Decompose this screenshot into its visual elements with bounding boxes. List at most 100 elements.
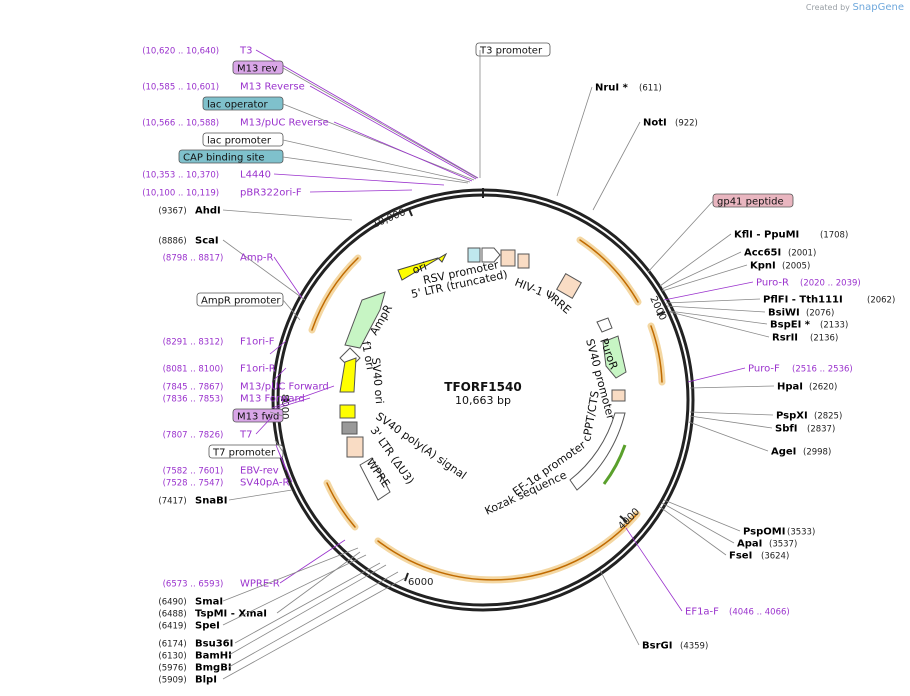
label-name: TspMI - XmaI [195, 609, 267, 620]
left-label-cap-binding-site: CAP binding site [178, 149, 469, 184]
label-text: T3 promoter [479, 46, 543, 57]
label-name: HpaI [777, 382, 803, 393]
leader-line [661, 502, 735, 544]
left-label-tspmi-xmai: TspMI - XmaI(6488) [158, 551, 361, 620]
label-coords: (922) [675, 119, 698, 129]
leader-line [282, 299, 301, 321]
label-name: Puro-R [756, 278, 789, 289]
label-coords: (8886) [158, 237, 186, 247]
leader-line [661, 264, 748, 292]
left-label-lac-operator: lac operator [202, 96, 475, 181]
tick-label-6000: 6000 [408, 577, 433, 588]
leader-line [270, 397, 311, 411]
leader-line [274, 439, 284, 453]
right-label-kfli-ppumi: KflI - PpuMI(1708) [659, 230, 848, 287]
leader-line [273, 367, 287, 381]
label-name: ApaI [737, 539, 762, 550]
right-label-noti: NotI(922) [592, 118, 698, 211]
label-name: Bsu36I [195, 639, 233, 650]
label-name: Acc65I [744, 248, 781, 259]
ori-arrow [397, 252, 448, 281]
leader-line [222, 554, 367, 626]
label-coords: (7845 .. 7867) [163, 383, 224, 393]
label-name: FseI [729, 551, 752, 562]
leader-line [273, 256, 303, 299]
left-label-m13-forward: M13 Forward(7836 .. 7853) [163, 394, 311, 411]
leader-line [666, 305, 766, 313]
orf-arc-puro-2 [647, 322, 666, 386]
left-label-smai: SmaI(6490) [158, 547, 359, 608]
tick-marks [281, 188, 666, 582]
label-name: Puro-F [748, 364, 780, 375]
left-label-f1ori-r: F1ori-R(8081 .. 8100) [163, 364, 287, 381]
leader-line [663, 499, 741, 532]
left-label-wpre-r: WPRE-R (6573 .. 6593) [163, 539, 346, 590]
label-coords: (7417) [158, 497, 186, 507]
label-name: PspXI [776, 411, 808, 422]
label-text: CAP binding site [183, 153, 265, 164]
label-coords: (6419) [158, 622, 186, 632]
leader-line [661, 251, 742, 290]
left-label-m13-rev: M13 rev [232, 60, 478, 179]
right-label-pflfi-tth111i: PflFI - Tth111I(2062) [665, 295, 895, 306]
leader-line [599, 569, 640, 646]
leader-line [687, 367, 746, 383]
label-name: WPRE-R [240, 579, 280, 590]
left-label-sv40pa-r: SV40pA-R(7528 .. 7547) [163, 449, 293, 489]
left-label-t7: T7(7807 .. 7826) [163, 417, 272, 441]
label-box [475, 42, 551, 57]
label-name: BmgBI [195, 663, 232, 674]
leader-line [273, 173, 445, 186]
leader-line [282, 156, 469, 184]
right-label-gp41-peptide: gp41 peptide [647, 193, 794, 273]
label-box [178, 149, 284, 164]
tick-label-4000: 4000 [616, 506, 642, 532]
label-text: lac operator [207, 100, 268, 111]
label-name: BsiWI [768, 308, 800, 319]
label-name: T3 [239, 46, 252, 57]
leader-line [665, 298, 761, 304]
label-name: KpnI [750, 261, 776, 272]
label-coords: (10,353 .. 10,370) [142, 171, 219, 181]
inner-label-f1ori: f1 ori [359, 340, 377, 371]
ltr3-box [341, 421, 358, 435]
label-coords: (7528 .. 7547) [163, 479, 224, 489]
left-label-m13-puc-reverse: M13/pUC Reverse(10,566 .. 10,588) [142, 118, 473, 182]
right-label-rsrii: RsrII(2136) [669, 311, 838, 344]
left-label-bamhi: BamHI(6130) [158, 564, 387, 662]
leader-line [663, 281, 754, 301]
label-coords: (8798 .. 8817) [163, 254, 224, 264]
left-label-spei: SpeI(6419) [158, 554, 367, 632]
leader-line [277, 449, 293, 483]
label-name: F1ori-R [240, 364, 276, 375]
leader-line [668, 310, 768, 325]
leader-line [228, 571, 399, 668]
label-name: ScaI [195, 236, 219, 247]
leader-line [234, 562, 381, 644]
right-label-kpni: KpnI(2005) [661, 261, 810, 292]
label-box [202, 96, 284, 111]
label-text: lac promoter [207, 136, 272, 147]
label-coords: (2516 .. 2536) [792, 365, 853, 375]
leader-line [309, 85, 477, 180]
label-coords: (2837) [807, 425, 835, 435]
leader-line [271, 385, 335, 409]
label-coords: (2136) [810, 334, 838, 344]
label-box [232, 60, 284, 75]
label-name: PflFI - Tth111I [763, 295, 843, 306]
label-name: EBV-rev [240, 466, 279, 477]
label-name: BamHI [195, 651, 232, 662]
leader-line [556, 86, 593, 197]
left-label-ampr-promoter: AmpR promoter [196, 292, 301, 321]
label-text: M13 rev [237, 64, 278, 75]
sv40-polya-box [339, 404, 356, 419]
leader-line [255, 417, 272, 435]
sv40-ori-arrow [339, 357, 357, 393]
leader-line [669, 311, 770, 338]
label-coords: (4359) [680, 642, 708, 652]
wpre-box [346, 436, 364, 458]
label-coords: (10,100 .. 10,119) [142, 189, 219, 199]
label-coords: (3624) [761, 552, 789, 562]
label-coords: (6573 .. 6593) [163, 580, 224, 590]
